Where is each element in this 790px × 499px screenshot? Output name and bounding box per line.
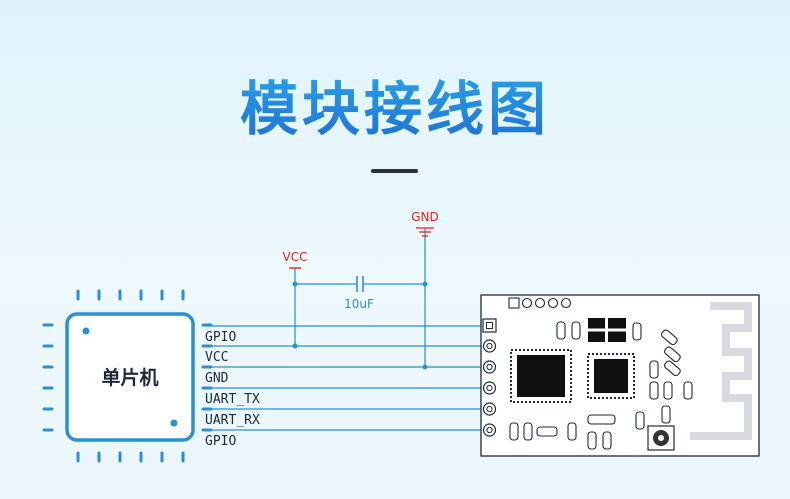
mcu-corner-dot bbox=[170, 419, 178, 427]
mcu-pin1-dot bbox=[82, 327, 90, 335]
signal-wires bbox=[203, 228, 482, 431]
smd-pads bbox=[509, 321, 693, 450]
pin-label-gpio-2: GPIO bbox=[205, 434, 236, 449]
pin-label-vcc: VCC bbox=[205, 350, 228, 365]
ground-symbol-icon bbox=[416, 227, 434, 237]
secondary-ic bbox=[587, 353, 635, 399]
rf-module bbox=[480, 294, 760, 457]
junction-dots bbox=[292, 281, 428, 370]
pin-label-gpio-1: GPIO bbox=[205, 330, 236, 345]
main-ic bbox=[510, 349, 572, 403]
title-underline bbox=[371, 169, 418, 173]
mcu-chip bbox=[65, 312, 195, 442]
page-title: 模块接线图 bbox=[0, 62, 790, 146]
pin-label-uart-rx: UART_RX bbox=[205, 413, 260, 428]
capacitor-symbol-icon bbox=[356, 276, 364, 292]
gnd-label: GND bbox=[411, 210, 439, 224]
vcc-label: VCC bbox=[283, 250, 308, 264]
top-pin-row bbox=[508, 297, 572, 309]
antenna-trace-icon bbox=[690, 302, 752, 440]
module-pin-pads bbox=[482, 318, 497, 437]
ipex-connector-icon bbox=[647, 425, 675, 451]
pin-label-gnd: GND bbox=[205, 371, 229, 386]
capacitor-label: 10uF bbox=[344, 297, 374, 311]
module-pin-holes bbox=[486, 322, 493, 434]
mcu-label: 单片机 bbox=[101, 366, 158, 389]
pin-label-uart-tx: UART_TX bbox=[205, 392, 260, 407]
crystal-component bbox=[588, 318, 626, 342]
